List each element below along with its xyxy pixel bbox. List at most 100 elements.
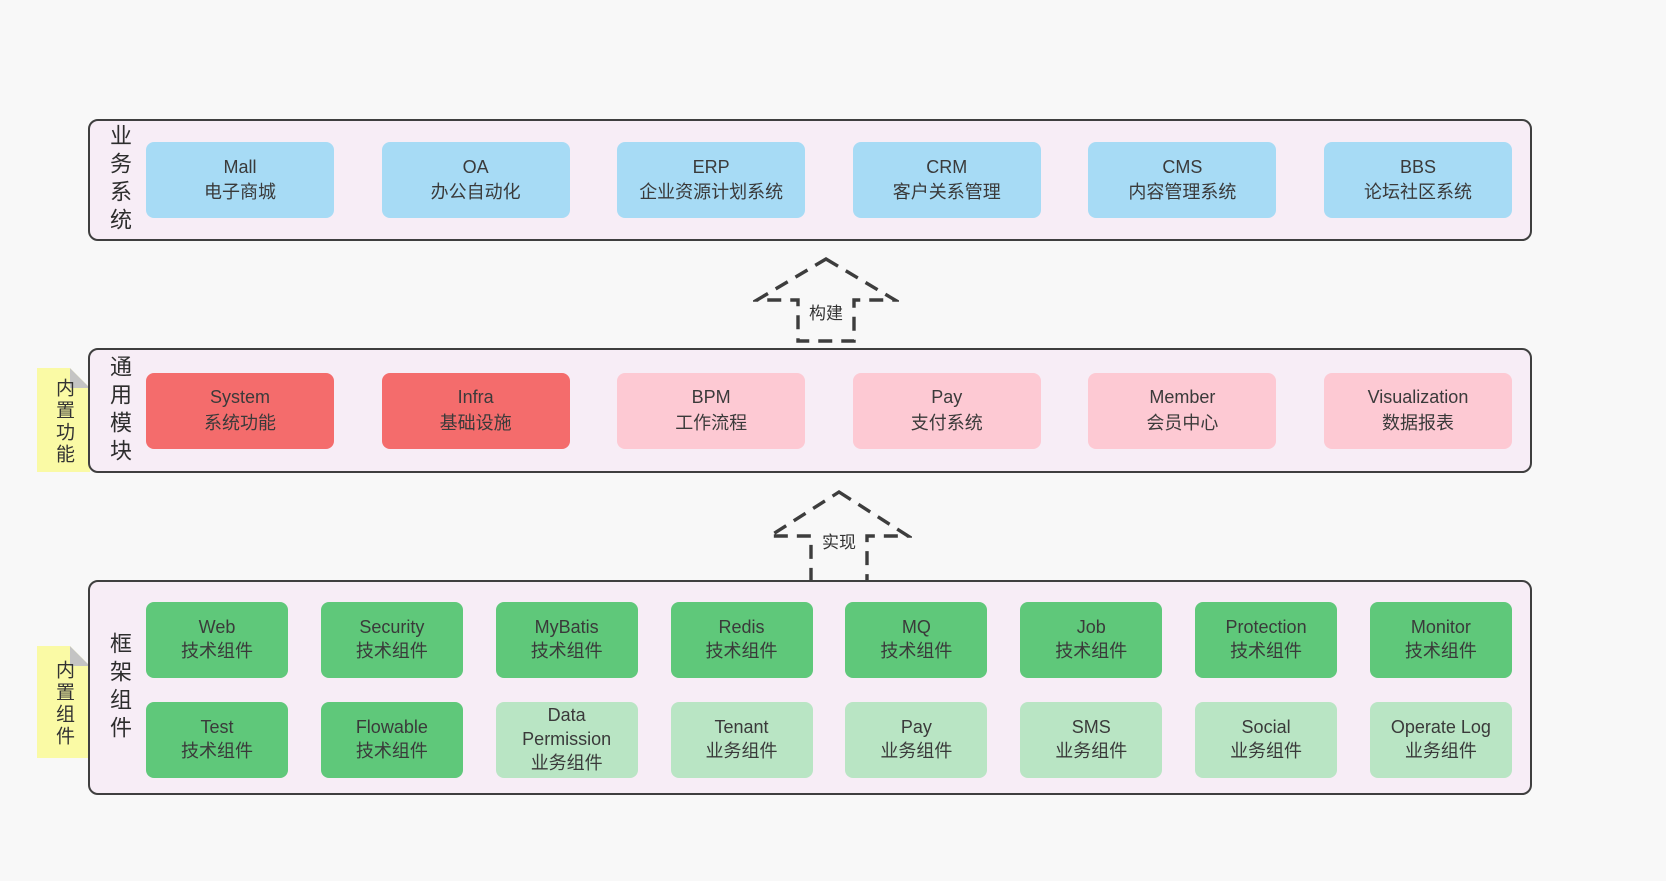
box-title: MQ bbox=[901, 617, 931, 638]
sticky-note-builtin-features: 内置功能 bbox=[37, 368, 90, 472]
box-flowable: Flowable 技术组件 bbox=[320, 702, 463, 778]
box-operate-log: Operate Log 业务组件 bbox=[1369, 702, 1512, 778]
box-security: Security 技术组件 bbox=[320, 602, 463, 678]
box-subtitle: 电子商城 bbox=[204, 182, 276, 202]
box-member: Member 会员中心 bbox=[1088, 372, 1277, 449]
box-mq: MQ 技术组件 bbox=[845, 602, 988, 678]
up-arrow-icon bbox=[753, 257, 899, 343]
section-title: 通用模块 bbox=[107, 354, 132, 467]
box-subtitle: 技术组件 bbox=[1230, 641, 1303, 661]
note-label: 内置组件 bbox=[53, 660, 74, 749]
box-subtitle: 技术组件 bbox=[355, 741, 428, 761]
box-web: Web 技术组件 bbox=[146, 602, 288, 678]
box-title: MyBatis bbox=[534, 617, 599, 638]
box-title: Member bbox=[1149, 387, 1216, 408]
box-title: System bbox=[209, 387, 270, 408]
box-mall: Mall 电子商城 bbox=[146, 142, 334, 218]
box-title: Visualization bbox=[1367, 387, 1469, 408]
box-subtitle: 技术组件 bbox=[530, 641, 603, 661]
box-subtitle: 业务组件 bbox=[530, 752, 603, 773]
box-oa: OA 办公自动化 bbox=[381, 142, 570, 218]
box-mybatis: MyBatis 技术组件 bbox=[495, 602, 638, 678]
box-subtitle: 办公自动化 bbox=[430, 182, 521, 202]
box-title: Security bbox=[359, 617, 425, 638]
box-infra: Infra 基础设施 bbox=[381, 372, 570, 449]
box-title: Flowable bbox=[355, 717, 428, 738]
box-bpm: BPM 工作流程 bbox=[617, 372, 806, 449]
box-visualization: Visualization 数据报表 bbox=[1323, 372, 1512, 449]
box-subtitle: 技术组件 bbox=[181, 741, 253, 761]
box-subtitle: 基础设施 bbox=[439, 412, 512, 433]
box-crm: CRM 客户关系管理 bbox=[852, 142, 1041, 218]
box-subtitle: 企业资源计划系统 bbox=[639, 182, 784, 202]
box-title: Monitor bbox=[1410, 617, 1471, 638]
box-title: Tenant bbox=[714, 717, 769, 738]
box-redis: Redis 技术组件 bbox=[670, 602, 813, 678]
arrow-label: 实现 bbox=[822, 533, 856, 552]
box-monitor: Monitor 技术组件 bbox=[1369, 602, 1512, 678]
box-subtitle: 业务组件 bbox=[880, 741, 953, 761]
box-subtitle: 会员中心 bbox=[1146, 412, 1219, 433]
section-title: 业务系统 bbox=[107, 124, 132, 236]
box-bbs: BBS 论坛社区系统 bbox=[1323, 142, 1512, 218]
box-title: Web bbox=[198, 617, 236, 638]
box-subtitle: 论坛社区系统 bbox=[1363, 182, 1472, 202]
box-title: Job bbox=[1076, 617, 1106, 638]
box-title: Redis bbox=[718, 617, 765, 638]
box-social: Social 业务组件 bbox=[1195, 702, 1338, 778]
box-erp: ERP 企业资源计划系统 bbox=[617, 142, 806, 218]
box-test: Test 技术组件 bbox=[146, 702, 288, 778]
box-title: BPM bbox=[691, 387, 731, 408]
box-subtitle: 技术组件 bbox=[880, 641, 953, 661]
box-title: Mall bbox=[223, 156, 257, 177]
box-system: System 系统功能 bbox=[146, 372, 334, 449]
box-job: Job 技术组件 bbox=[1020, 602, 1163, 678]
box-title: Infra bbox=[457, 387, 494, 408]
box-title: Data Permission bbox=[522, 705, 612, 750]
box-tenant: Tenant 业务组件 bbox=[670, 702, 813, 778]
box-pay: Pay 业务组件 bbox=[845, 702, 988, 778]
box-title: Operate Log bbox=[1390, 717, 1491, 738]
box-protection: Protection 技术组件 bbox=[1195, 602, 1338, 678]
box-title: SMS bbox=[1071, 717, 1111, 738]
box-subtitle: 技术组件 bbox=[355, 641, 428, 661]
sticky-note-builtin-components: 内置组件 bbox=[37, 646, 90, 758]
box-subtitle: 业务组件 bbox=[705, 741, 778, 761]
box-sms: SMS 业务组件 bbox=[1020, 702, 1163, 778]
section-title: 框架组件 bbox=[107, 631, 132, 744]
box-subtitle: 系统功能 bbox=[204, 412, 276, 433]
arrow-label: 构建 bbox=[809, 304, 843, 323]
box-title: BBS bbox=[1399, 156, 1436, 177]
box-subtitle: 数据报表 bbox=[1381, 412, 1454, 433]
box-title: ERP bbox=[692, 156, 730, 177]
box-subtitle: 业务组件 bbox=[1230, 741, 1303, 761]
box-subtitle: 技术组件 bbox=[705, 641, 778, 661]
box-title: Social bbox=[1241, 717, 1291, 738]
box-subtitle: 工作流程 bbox=[675, 412, 748, 433]
box-title: CRM bbox=[926, 156, 968, 177]
box-subtitle: 客户关系管理 bbox=[892, 182, 1001, 202]
box-title: Protection bbox=[1225, 617, 1307, 638]
section-business-systems: 业务系统 Mall 电子商城 OA 办公自动化 ERP 企业资源计划系统 CRM 客户关系管理… bbox=[88, 119, 1532, 241]
box-title: OA bbox=[462, 156, 489, 177]
box-subtitle: 支付系统 bbox=[910, 412, 983, 433]
dashed-up-arrow-build: 构建 bbox=[753, 255, 899, 345]
box-title: Pay bbox=[900, 717, 932, 738]
box-subtitle: 技术组件 bbox=[181, 641, 253, 661]
box-subtitle: 业务组件 bbox=[1055, 741, 1128, 761]
box-subtitle: 技术组件 bbox=[1055, 641, 1128, 661]
box-title: Test bbox=[200, 717, 234, 738]
box-subtitle: 业务组件 bbox=[1404, 741, 1477, 761]
box-subtitle: 技术组件 bbox=[1404, 641, 1477, 661]
note-label: 内置功能 bbox=[53, 378, 74, 467]
